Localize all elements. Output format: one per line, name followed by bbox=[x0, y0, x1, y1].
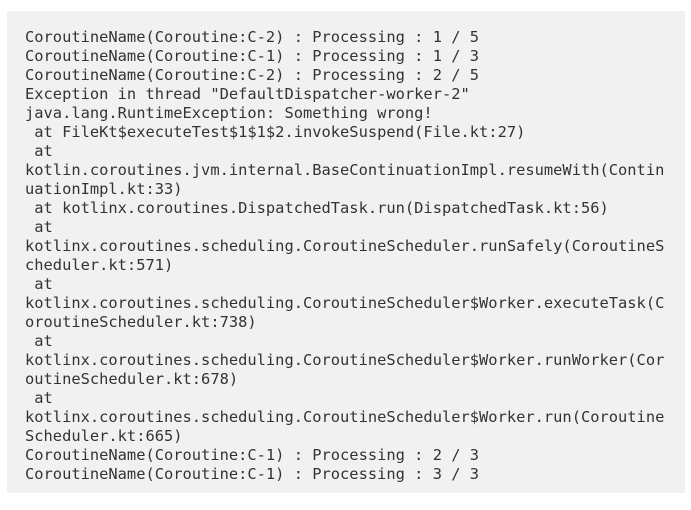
console-line: kotlinx.coroutines.scheduling.CoroutineS… bbox=[25, 408, 665, 426]
console-line: oroutineScheduler.kt:738) bbox=[25, 313, 257, 331]
console-line: uationImpl.kt:33) bbox=[25, 180, 183, 198]
console-line: kotlinx.coroutines.scheduling.CoroutineS… bbox=[25, 351, 665, 369]
console-line: at bbox=[25, 218, 53, 236]
console-line: Scheduler.kt:665) bbox=[25, 427, 183, 445]
console-line: Exception in thread "DefaultDispatcher-w… bbox=[25, 85, 470, 103]
console-line: CoroutineName(Coroutine:C-1) : Processin… bbox=[25, 47, 480, 65]
console-log-panel: CoroutineName(Coroutine:C-2) : Processin… bbox=[7, 11, 685, 493]
console-line: cheduler.kt:571) bbox=[25, 256, 174, 274]
console-line: kotlinx.coroutines.scheduling.CoroutineS… bbox=[25, 294, 665, 312]
console-lines: CoroutineName(Coroutine:C-2) : Processin… bbox=[25, 28, 667, 484]
console-line: at bbox=[25, 332, 53, 350]
console-line: at kotlinx.coroutines.DispatchedTask.run… bbox=[25, 199, 609, 217]
console-line: java.lang.RuntimeException: Something wr… bbox=[25, 104, 433, 122]
console-line: at bbox=[25, 389, 53, 407]
console-line: CoroutineName(Coroutine:C-2) : Processin… bbox=[25, 28, 480, 46]
console-line: kotlin.coroutines.jvm.internal.BaseConti… bbox=[25, 161, 665, 179]
console-line: outineScheduler.kt:678) bbox=[25, 370, 239, 388]
console-line: at FileKt$executeTest$1$1$2.invokeSuspen… bbox=[25, 123, 526, 141]
console-line: at bbox=[25, 142, 53, 160]
console-line: kotlinx.coroutines.scheduling.CoroutineS… bbox=[25, 237, 665, 255]
console-line: CoroutineName(Coroutine:C-1) : Processin… bbox=[25, 446, 480, 464]
console-line: CoroutineName(Coroutine:C-1) : Processin… bbox=[25, 465, 480, 483]
console-line: CoroutineName(Coroutine:C-2) : Processin… bbox=[25, 66, 480, 84]
console-line: at bbox=[25, 275, 53, 293]
